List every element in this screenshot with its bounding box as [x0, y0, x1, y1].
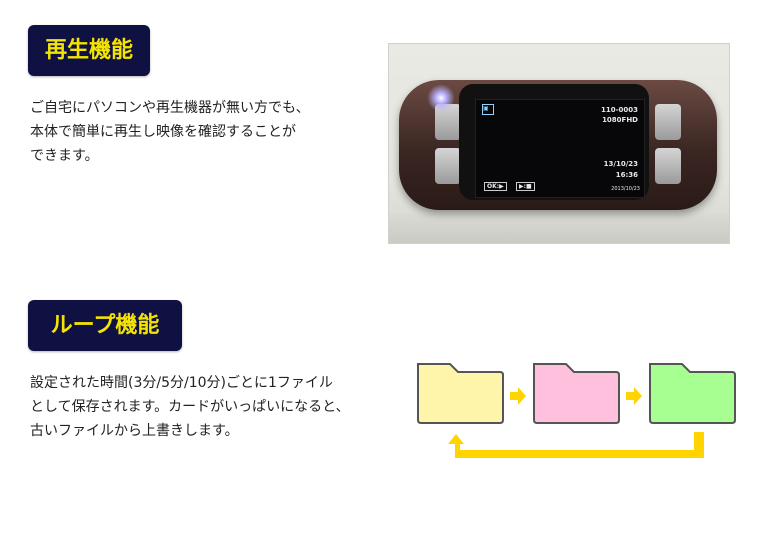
screen-date: 13/10/23 [603, 160, 638, 168]
loop-description: 設定された時間(3分/5分/10分)ごとに1ファイル として保存されます。カード… [30, 371, 370, 443]
loop-diagram [417, 363, 736, 458]
menu-button-image [655, 104, 681, 140]
description-line: 本体で簡単に再生し映像を確認することが [30, 124, 296, 140]
folder-icon [417, 363, 504, 424]
mode-button-image [655, 148, 681, 184]
down-button-image [435, 148, 461, 184]
play-stop-hint-icon: ▶:■ [516, 182, 535, 191]
playback-mode-icon: ▣ [482, 104, 494, 115]
folder-icon [649, 363, 736, 424]
screen-time: 16:36 [615, 171, 638, 179]
ok-label: OK: [487, 183, 500, 190]
description-line: 古いファイルから上書きします。 [30, 423, 239, 439]
arrow-right-icon [510, 387, 526, 405]
screen-timestamp: 2013/10/23 [611, 186, 640, 192]
description-line: ご自宅にパソコンや再生機器が無い方でも、 [30, 100, 310, 116]
section-title-playback: 再生機能 [28, 25, 150, 76]
ok-play-hint: OK:▶ [484, 182, 507, 191]
playback-description: ご自宅にパソコンや再生機器が無い方でも、 本体で簡単に再生し映像を確認することが… [30, 96, 360, 168]
loop-back-arrow-icon [448, 432, 704, 458]
arrow-right-icon [626, 387, 642, 405]
light-glare [427, 84, 455, 112]
file-number: 110-0003 [601, 106, 638, 114]
section-title-loop: ループ機能 [28, 300, 182, 351]
resolution-label: 1080FHD [602, 116, 638, 124]
device-screen: ▣ 110-0003 1080FHD 13/10/23 16:36 OK:▶ ▶… [475, 99, 645, 198]
description-line: できます。 [30, 148, 99, 164]
description-line: として保存されます。カードがいっぱいになると、 [30, 399, 350, 415]
description-line: 設定された時間(3分/5分/10分)ごとに1ファイル [30, 375, 333, 391]
device-photo: ▣ 110-0003 1080FHD 13/10/23 16:36 OK:▶ ▶… [388, 43, 730, 244]
folder-icon [533, 363, 620, 424]
photo-floor [389, 214, 729, 243]
